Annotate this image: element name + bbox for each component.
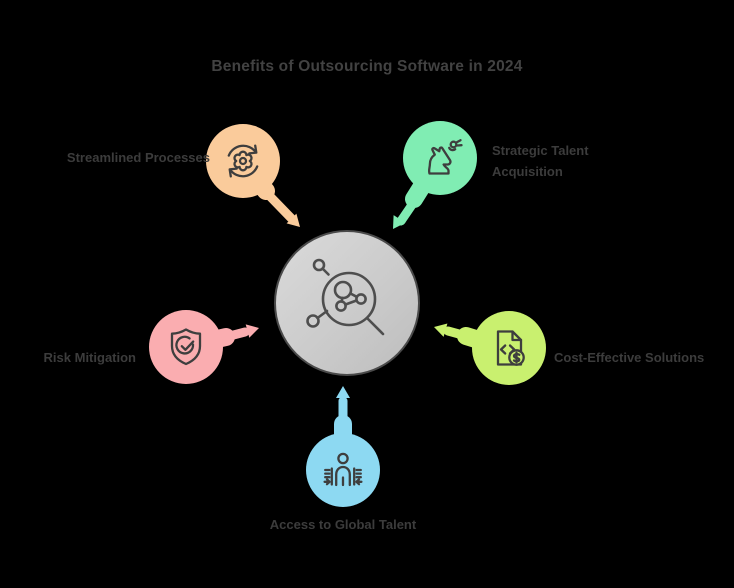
node-risk (149, 310, 223, 384)
node-strategy (403, 121, 477, 195)
label-strategy: Strategic Talent Acquisition (492, 140, 589, 182)
node-process (206, 124, 280, 198)
shield-check-icon (170, 328, 202, 366)
label-process: Streamlined Processes (66, 150, 210, 165)
arrow-talent (334, 386, 352, 446)
arrow-strategy (393, 174, 433, 229)
label-risk: Risk Mitigation (43, 350, 136, 365)
label-talent: Access to Global Talent (269, 517, 417, 532)
label-strategy-line2: Acquisition (492, 164, 563, 179)
diagram-title: Benefits of Outsourcing Software in 2024 (211, 58, 523, 75)
node-cost (472, 311, 546, 385)
label-strategy-line1: Strategic Talent (492, 143, 589, 158)
node-talent (306, 433, 380, 507)
gear-refresh-icon (227, 144, 259, 178)
person-integration-icon (323, 452, 363, 487)
central-hub (274, 230, 420, 376)
label-cost: Cost-Effective Solutions (554, 350, 705, 365)
code-document-dollar-icon (496, 330, 525, 366)
chess-knight-icon (427, 139, 463, 175)
magnifier-molecule-icon (306, 258, 385, 336)
